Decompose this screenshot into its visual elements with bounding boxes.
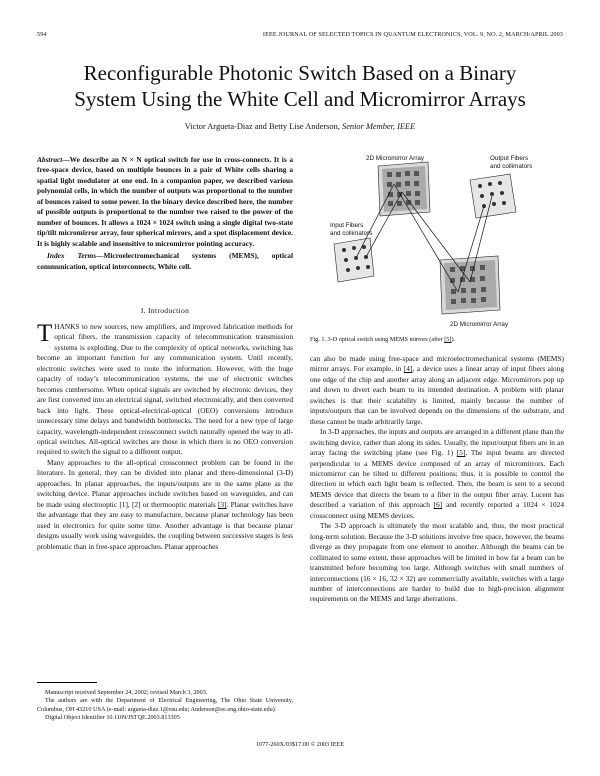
top-mirror-array	[377, 161, 431, 217]
caption-end: ).	[451, 336, 456, 343]
author-role: Senior Member, IEEE	[342, 122, 416, 131]
fig-label-output: Output Fibers	[490, 155, 528, 162]
footnotes: Manuscript received September 24, 2002; …	[37, 682, 293, 722]
abstract-lead: Abstract	[37, 155, 63, 164]
right-text-1a: can also be made using free-space and mi…	[310, 354, 564, 374]
drop-cap: T	[37, 320, 53, 347]
right-text-2a: In 3-D approaches, the inputs and output…	[310, 427, 564, 458]
caption-text: Fig. 1. 3-D optical switch using MEMS mi…	[310, 336, 445, 343]
footnote-rule	[37, 682, 97, 683]
paper-title: Reconfigurable Photonic Switch Based on …	[20, 60, 580, 112]
citation-link[interactable]: [6]	[433, 500, 443, 510]
author-line: Victor Argueta-Diaz and Betty Lise Ander…	[0, 122, 600, 131]
fig-label-top-array: 2D Micromirror Array	[366, 155, 425, 162]
intro-text-2a: Many approaches to the all-optical cross…	[37, 457, 293, 509]
footnote-doi: Digital Object Identifier 10.1109/JSTQE.…	[45, 713, 180, 721]
right-text-2c: and recently reported a 1024 × 1024 cros…	[310, 500, 564, 520]
fig-label-input: Input Fibers	[330, 222, 363, 229]
bottom-mirror-array	[439, 255, 501, 315]
right-paragraph-1: can also be made using free-space and mi…	[310, 354, 564, 427]
index-terms-lead: Index Terms	[47, 251, 97, 261]
abstract: Abstract—We describe an N × N optical sw…	[37, 155, 293, 272]
input-fiber-bundle	[333, 237, 375, 283]
citation-link[interactable]: [3]	[217, 499, 227, 509]
right-column-body: can also be made using free-space and mi…	[310, 354, 564, 605]
right-paragraph-3: The 3-D approach is ultimately the most …	[310, 521, 564, 604]
citation-link[interactable]: [4]	[403, 364, 413, 374]
caption-citation[interactable]: [5]	[444, 336, 452, 343]
right-text-2b: . The input beams are directed perpendic…	[310, 448, 564, 510]
right-paragraph-2: In 3-D approaches, the inputs and output…	[310, 427, 564, 521]
journal-header: IEEE JOURNAL OF SELECTED TOPICS IN QUANT…	[262, 31, 563, 38]
title-line-2: System Using the White Cell and Micromir…	[74, 87, 526, 111]
output-fiber-bundle	[469, 173, 517, 219]
figure-caption: Fig. 1. 3-D optical switch using MEMS mi…	[310, 336, 564, 343]
fig-label-output-2: and collimators	[490, 163, 532, 170]
intro-paragraph-2: Many approaches to the all-optical cross…	[37, 458, 293, 552]
fig-label-input-2: and collimators	[330, 230, 372, 237]
beam-paths	[355, 183, 493, 293]
figure-1-diagram: 2D Micromirror Array Output Fibers and c…	[330, 155, 532, 328]
fig-label-bottom-array: 2D Micromirror Array	[450, 321, 509, 328]
title-line-1: Reconfigurable Photonic Switch Based on …	[83, 61, 517, 85]
footnote-received: Manuscript received September 24, 2002; …	[45, 689, 208, 696]
section-heading: I. Introduction	[140, 306, 190, 315]
author-names: Victor Argueta-Diaz and Betty Lise Ander…	[184, 122, 340, 131]
footnote-affiliation: The authors are with the Department of E…	[37, 697, 293, 713]
page-number: 594	[37, 31, 47, 38]
right-text-1b: , a device uses a linear array of input …	[310, 364, 564, 426]
abstract-text: —We describe an N × N optical switch for…	[37, 155, 293, 248]
intro-text-1: HANKS to new sources, new amplifiers, an…	[37, 322, 293, 457]
intro-text-2b: . Planar switches have the advantage tha…	[37, 499, 293, 551]
index-terms-text: —Microelectromechanical systems (MEMS), …	[37, 251, 293, 271]
page-footer: 1077-260X/03$17.00 © 2003 IEEE	[255, 741, 345, 748]
citation-link[interactable]: [5]	[456, 448, 466, 458]
